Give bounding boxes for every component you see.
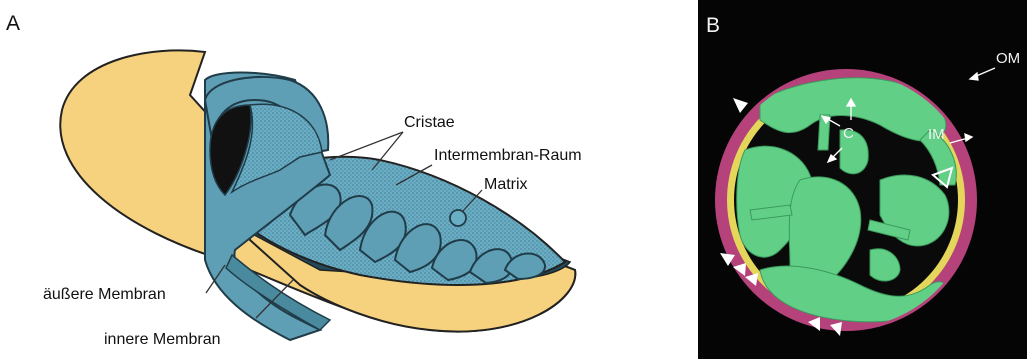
panel-b-letter: B: [706, 14, 720, 38]
label-im: IM: [928, 126, 945, 143]
panel-b-image: [698, 0, 1027, 359]
label-outer-membrane: äußere Membran: [43, 286, 166, 304]
label-c: C: [843, 125, 854, 142]
label-matrix: Matrix: [484, 176, 528, 194]
label-om: OM: [996, 50, 1020, 67]
label-intermembrane-space: Intermembran-Raum: [434, 147, 582, 165]
label-inner-membrane: innere Membran: [104, 331, 221, 349]
panel-a-letter: A: [6, 12, 20, 36]
label-cristae: Cristae: [404, 114, 455, 132]
